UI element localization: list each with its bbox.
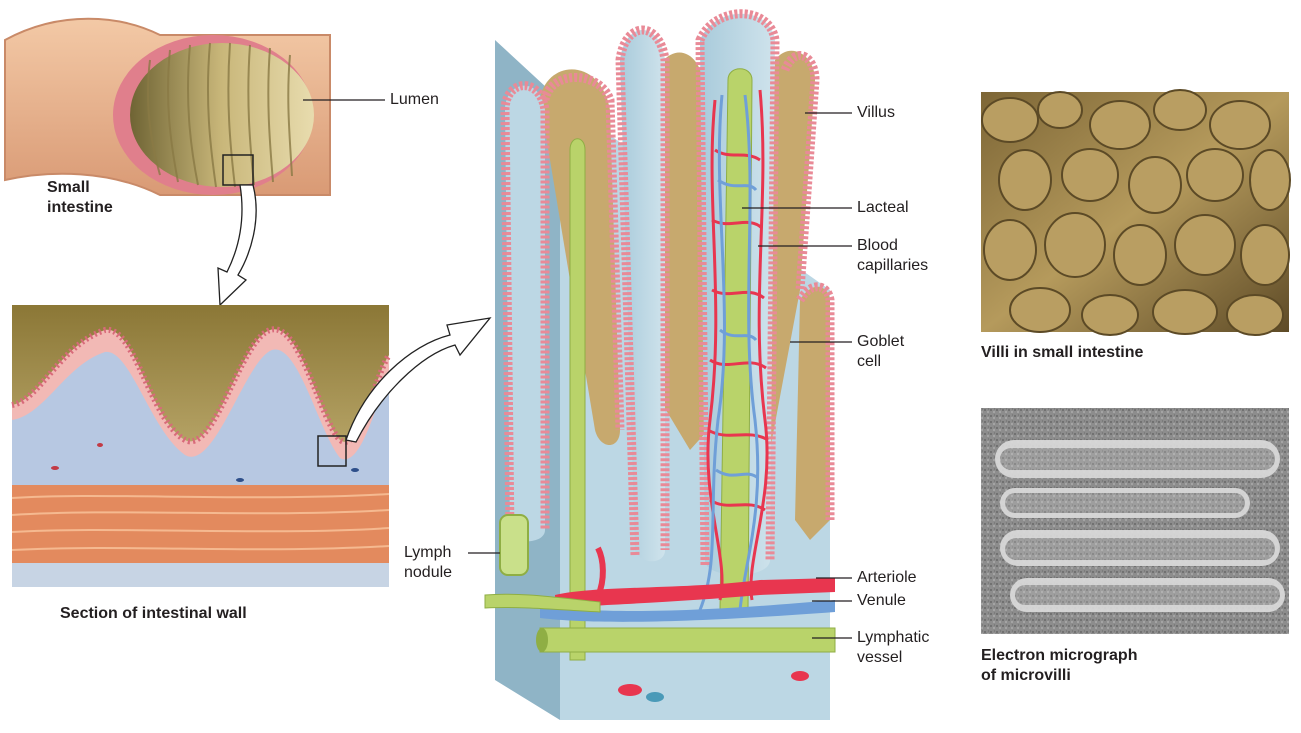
caption-section-of-wall: Section of intestinal wall (60, 604, 247, 624)
microvilli-micrograph (981, 408, 1289, 634)
caption-micrograph: Electron micrograph of microvilli (981, 646, 1137, 686)
villus-block (485, 14, 840, 720)
caption-small-intestine: Small intestine (47, 178, 113, 218)
small-intestine-illustration (5, 19, 330, 305)
label-goblet-cell: Goblet cell (857, 332, 904, 372)
label-arteriole: Arteriole (857, 568, 917, 588)
label-lumen: Lumen (390, 90, 439, 110)
label-venule: Venule (857, 591, 906, 611)
caption-villi-photo: Villi in small intestine (981, 343, 1143, 363)
label-blood-capillaries: Blood capillaries (857, 236, 928, 276)
villi-photo (981, 90, 1290, 335)
label-lacteal: Lacteal (857, 198, 909, 218)
label-villus: Villus (857, 103, 895, 123)
label-lymphatic-vessel: Lymphatic vessel (857, 628, 929, 668)
label-lymph-nodule: Lymph nodule (404, 543, 452, 583)
